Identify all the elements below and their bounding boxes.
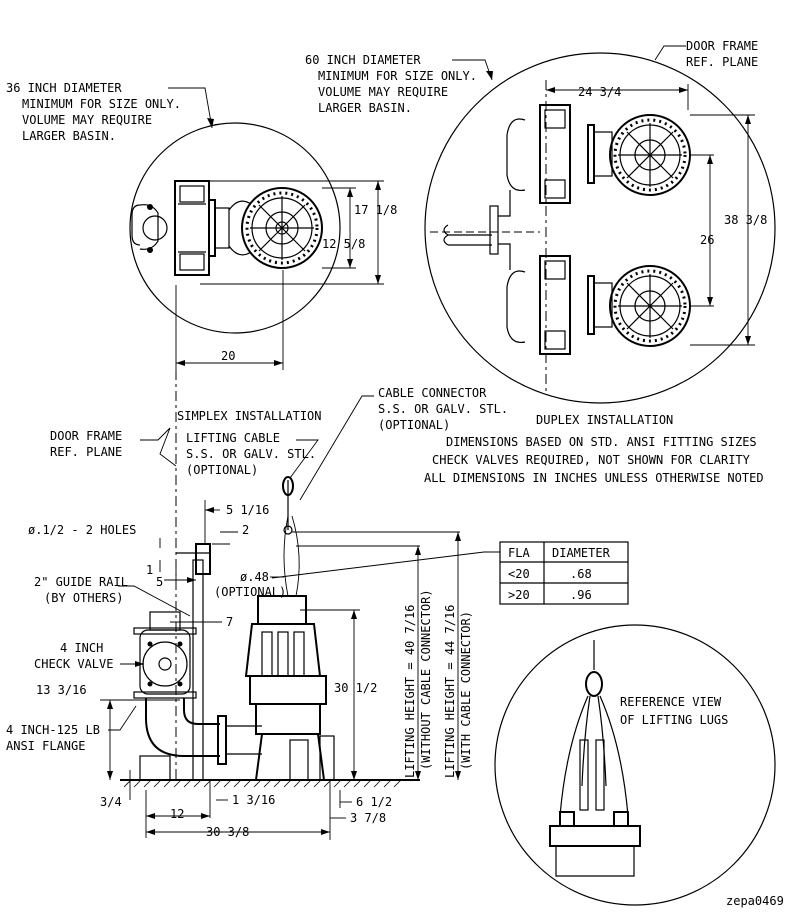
lift-height-without-1: LIFTING HEIGHT = 40 7/16	[403, 605, 417, 778]
lift-height-with-1: LIFTING HEIGHT = 44 7/16	[443, 605, 457, 778]
dim-048: ø.48	[240, 570, 269, 584]
dim-1-3-16: 1 3/16	[232, 793, 275, 807]
check-valve	[133, 611, 197, 699]
dim-1: 1	[146, 563, 153, 577]
dim-7: 7	[226, 615, 233, 629]
duplex-basin-note-2: MINIMUM FOR SIZE ONLY.	[318, 69, 477, 83]
dim-13-3-16: 13 3/16	[36, 683, 87, 697]
lifting-lugs-outline	[494, 624, 776, 906]
lift-height-without-2: (WITHOUT CABLE CONNECTOR)	[419, 589, 433, 770]
simplex-basin-note-1: 36 INCH DIAMETER	[6, 81, 122, 95]
lifting-lugs-title-2: OF LIFTING LUGS	[620, 713, 728, 727]
discharge-elbow	[145, 698, 220, 757]
simplex-discharge-flange	[131, 204, 168, 253]
dim-3-4: 3/4	[100, 795, 122, 809]
check-valve-note-1: 4 INCH	[60, 641, 103, 655]
simplex-basin-note-2: MINIMUM FOR SIZE ONLY.	[22, 97, 181, 111]
general-note-1: DIMENSIONS BASED ON STD. ANSI FITTING SI…	[446, 435, 757, 449]
dim-3-7-8: 3 7/8	[350, 811, 386, 825]
fla-row1-diameter: .68	[570, 567, 592, 581]
duplex-title: DUPLEX INSTALLATION	[536, 413, 673, 427]
simplex-plan-view: 36 INCH DIAMETER MINIMUM FOR SIZE ONLY. …	[6, 81, 397, 370]
general-note-3: ALL DIMENSIONS IN INCHES UNLESS OTHERWIS…	[424, 471, 764, 485]
fla-row2-fla: >20	[508, 588, 530, 602]
duplex-door-frame-1: DOOR FRAME	[686, 39, 758, 53]
dim-048-optional: (OPTIONAL)	[214, 585, 286, 599]
duplex-plan-view: 60 INCH DIAMETER MINIMUM FOR SIZE ONLY. …	[305, 39, 776, 404]
elevation-pump	[244, 476, 335, 781]
simplex-title: SIMPLEX INSTALLATION	[177, 409, 322, 423]
duplex-dim-24-3-4: 24 3/4	[578, 85, 621, 99]
simplex-basin-outline	[129, 122, 341, 334]
fla-table: FLA DIAMETER <20 .68 >20 .96	[271, 541, 629, 605]
duplex-door-frame-2: REF. PLANE	[686, 55, 758, 69]
dim-2: 2	[242, 523, 249, 537]
simplex-pump-outline	[241, 187, 323, 269]
lifting-cable-note-2: S.S. OR GALV. STL.	[186, 447, 316, 461]
general-note-2: CHECK VALVES REQUIRED, NOT SHOWN FOR CLA…	[432, 453, 751, 467]
dim-30-1-2: 30 1/2	[334, 681, 377, 695]
duplex-pump-bottom	[506, 255, 691, 355]
fla-row2-diameter: .96	[570, 588, 592, 602]
drawing-id: zepa0469	[726, 894, 784, 908]
duplex-basin-note-3: VOLUME MAY REQUIRE	[318, 85, 448, 99]
cable-connector-note-2: S.S. OR GALV. STL.	[378, 402, 508, 416]
flange-note-1: 4 INCH-125 LB	[6, 723, 100, 737]
dim-5: 5	[156, 575, 163, 589]
duplex-basin-note-1: 60 INCH DIAMETER	[305, 53, 421, 67]
dim-5-1-16: 5 1/16	[226, 503, 269, 517]
lift-height-with-2: (WITH CABLE CONNECTOR)	[459, 611, 473, 770]
dim-6-1-2: 6 1/2	[356, 795, 392, 809]
dim-30-3-8: 30 3/8	[206, 825, 249, 839]
dim-12: 12	[170, 807, 184, 821]
flange-note-2: ANSI FLANGE	[6, 739, 85, 753]
simplex-dim-20: 20	[221, 349, 235, 363]
simplex-basin-note-4: LARGER BASIN.	[22, 129, 116, 143]
duplex-dim-38-3-8: 38 3/8	[724, 213, 767, 227]
guide-rail-note-1: 2" GUIDE RAIL	[34, 575, 128, 589]
lifting-lugs-title-1: REFERENCE VIEW	[620, 695, 722, 709]
door-frame-left-2: REF. PLANE	[50, 445, 122, 459]
guide-rail	[192, 559, 204, 781]
duplex-pump-top	[506, 104, 691, 204]
duplex-dim-26: 26	[700, 233, 714, 247]
duplex-basin-note-4: LARGER BASIN.	[318, 101, 412, 115]
check-valve-note-2: CHECK VALVE	[34, 657, 113, 671]
simplex-dim-12-5-8: 12 5/8	[322, 237, 365, 251]
cable-connector-note-1: CABLE CONNECTOR	[378, 386, 487, 400]
fla-header-fla: FLA	[508, 546, 530, 560]
lifting-cable-note-1: LIFTING CABLE	[186, 431, 280, 445]
elevation-view: 5 1/16 2 ø.1/2 - 2 HOLES 1 5 2" GUIDE RA…	[6, 370, 473, 840]
holes-note: ø.1/2 - 2 HOLES	[28, 523, 136, 537]
duplex-basin-outline	[424, 52, 776, 404]
guide-rail-note-2: (BY OTHERS)	[44, 591, 123, 605]
fla-header-diameter: DIAMETER	[552, 546, 611, 560]
cable-connector-note-3: (OPTIONAL)	[378, 418, 450, 432]
lifting-cable-note-3: (OPTIONAL)	[186, 463, 258, 477]
fla-row1-fla: <20	[508, 567, 530, 581]
simplex-dim-17-1-8: 17 1/8	[354, 203, 397, 217]
door-frame-left-1: DOOR FRAME	[50, 429, 122, 443]
lifting-lugs-view: REFERENCE VIEW OF LIFTING LUGS	[494, 624, 776, 906]
simplex-basin-note-3: VOLUME MAY REQUIRE	[22, 113, 152, 127]
